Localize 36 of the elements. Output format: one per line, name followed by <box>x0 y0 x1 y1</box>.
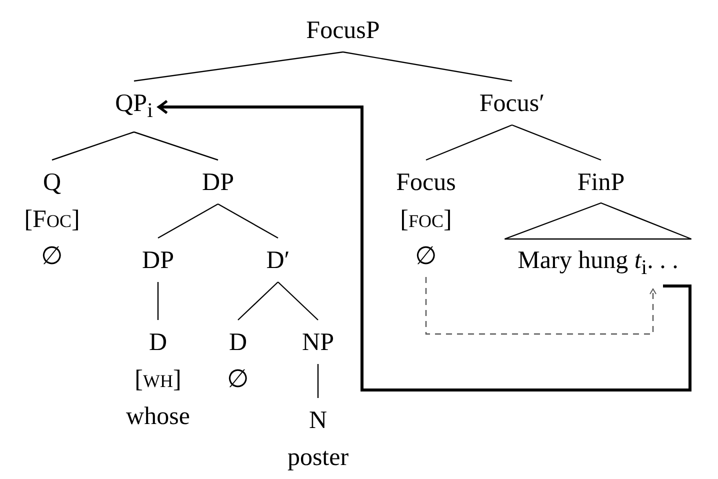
node-label: Focus <box>396 168 456 198</box>
branch-line <box>218 203 278 239</box>
node-label: D′ <box>266 242 290 279</box>
branch-line <box>426 124 512 161</box>
feature-label: [foc] <box>400 205 452 235</box>
node-label: Mary hung t$_{i}$. . . <box>518 242 678 286</box>
node-label: NP <box>302 324 334 361</box>
node-label: D <box>148 328 168 358</box>
feature-label: ∅ <box>415 242 437 272</box>
feature-label: ∅ <box>41 242 63 272</box>
node-label: DP <box>142 242 174 279</box>
branch-line <box>134 131 218 161</box>
feature-label: [wh] <box>134 365 182 395</box>
branch-line <box>157 282 159 320</box>
feature-label: whose <box>126 402 190 432</box>
node-label: QP$_{i}$ <box>115 85 153 129</box>
feature-label: ∅ <box>227 365 249 395</box>
feature-label: poster <box>287 443 349 473</box>
node-label: N <box>308 406 328 436</box>
branch-line <box>52 131 134 161</box>
branch-line <box>317 364 319 398</box>
branch-line <box>512 124 602 161</box>
node-label: Q <box>42 168 62 198</box>
triangle-roof <box>504 202 692 240</box>
movement-arrow <box>425 277 656 335</box>
branch-line <box>342 51 512 82</box>
branch-line <box>278 282 318 320</box>
branch-line <box>134 51 344 82</box>
node-label: Focus′ <box>479 85 545 122</box>
node-label: D <box>228 328 248 358</box>
branch-line <box>238 282 278 320</box>
feature-label: [Foc] <box>24 205 80 235</box>
branch-line <box>158 203 218 239</box>
node-label: DP <box>202 164 234 201</box>
node-label: FocusP <box>306 12 380 49</box>
node-label: FinP <box>577 164 625 201</box>
